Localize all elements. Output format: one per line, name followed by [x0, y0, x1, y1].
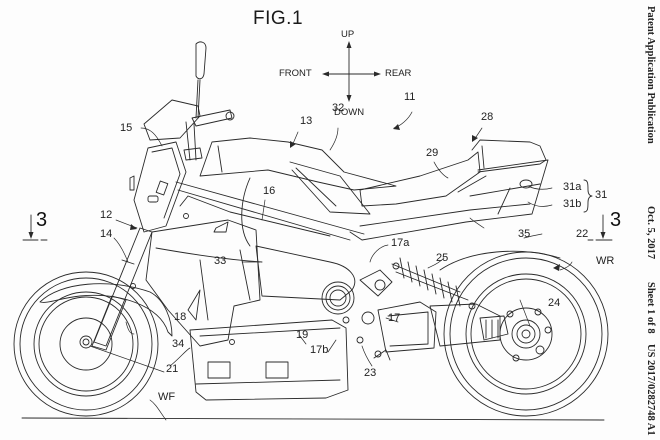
front-fender: [39, 283, 173, 337]
ref-label-22: 22: [576, 228, 589, 240]
publication-type: Patent Application Publication: [645, 6, 656, 144]
arrow-13-icon: [290, 141, 296, 148]
section-marker-left-number: 3: [36, 209, 48, 231]
front-arrow-icon: [322, 71, 329, 77]
ref-label-wr: WR: [596, 255, 615, 267]
ground-line: [21, 417, 605, 421]
arrow-28-icon: [472, 135, 478, 142]
arrow-22-icon: [553, 264, 560, 271]
upper-cover: [199, 137, 397, 215]
ref-label-19: 19: [296, 329, 309, 341]
power-unit: [255, 245, 437, 361]
ref-label-32: 32: [332, 102, 345, 114]
direction-indicator: [322, 41, 381, 102]
ref-label-17b: 17b: [310, 344, 329, 356]
up-arrow-icon: [346, 41, 352, 48]
leader-lines: [89, 111, 573, 421]
bracket-31: [583, 179, 593, 213]
ref-label-25: 25: [436, 252, 449, 264]
mirror: [195, 41, 207, 80]
rear-shock: [391, 257, 476, 310]
rear-fender: [439, 250, 561, 271]
ref-label-24: 24: [548, 297, 561, 309]
rear-swingarm: [429, 303, 509, 347]
ref-label-35: 35: [518, 228, 531, 240]
ref-label-15: 15: [120, 122, 133, 134]
section-marker-right: [587, 214, 613, 241]
handlebar-assembly: [183, 41, 235, 161]
section-marker-left: [22, 214, 48, 241]
section-marker-right-number: 3: [610, 209, 622, 231]
arrow-12-icon: [130, 224, 137, 230]
ref-label-31: 31: [595, 189, 608, 201]
instrument-panel: [143, 99, 201, 141]
rear-arrow-icon: [374, 71, 381, 77]
ref-label-31b: 31b: [563, 198, 582, 210]
ref-label-33: 33: [214, 255, 227, 267]
direction-rear-label: REAR: [385, 68, 412, 79]
ref-label-23: 23: [364, 367, 377, 379]
seat: [359, 151, 481, 207]
rear-wheel: [443, 251, 609, 417]
ref-label-13: 13: [300, 115, 313, 127]
front-wheel: [13, 271, 159, 417]
ref-label-16: 16: [263, 185, 276, 197]
down-arrow-icon: [346, 95, 352, 102]
main-frame: [175, 177, 365, 247]
ref-label-31a: 31a: [563, 181, 582, 193]
ref-label-11: 11: [404, 91, 416, 103]
publication-date: Oct. 5, 2017: [645, 206, 656, 260]
ref-label-21: 21: [166, 363, 179, 375]
ref-label-wf: WF: [158, 391, 176, 403]
ref-label-12: 12: [100, 209, 113, 221]
figure-title: FIG.1: [253, 8, 304, 29]
ref-label-29: 29: [426, 147, 439, 159]
front-cowl: [129, 141, 187, 233]
ref-label-28: 28: [481, 111, 494, 123]
battery-case: [189, 319, 349, 401]
publication-number: US 2017/0282748 A1: [645, 344, 656, 436]
ref-label-17a: 17a: [391, 237, 410, 249]
arrow-11-icon: [393, 124, 400, 130]
ref-label-18: 18: [174, 311, 187, 323]
direction-front-label: FRONT: [279, 68, 312, 79]
ref-label-34: 34: [172, 338, 185, 350]
seat-and-tail: [349, 139, 549, 241]
sheet-number: Sheet 1 of 8: [645, 282, 656, 334]
ref-label-17: 17: [388, 312, 401, 324]
side-cover: [145, 219, 263, 347]
direction-down-label: DOWN: [334, 107, 365, 118]
ref-label-14: 14: [100, 228, 113, 240]
direction-up-label: UP: [341, 29, 355, 40]
publication-header: Patent Application Publication Oct. 5, 2…: [642, 6, 658, 436]
